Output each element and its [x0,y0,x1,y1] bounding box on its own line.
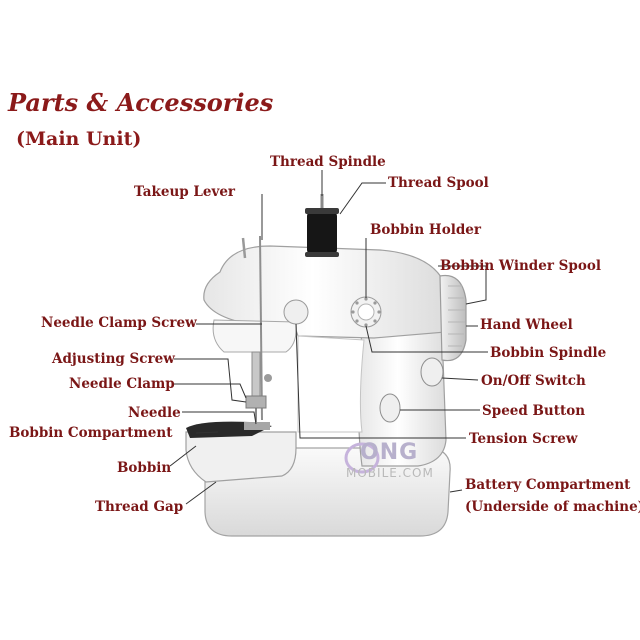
label-battery-compartment: Battery Compartment [465,477,631,493]
label-bobbin-holder: Bobbin Holder [370,222,481,238]
label-battery-note: (Underside of machine) [465,499,640,515]
label-bobbin: Bobbin [117,460,172,476]
presser-foot [244,422,270,430]
label-on-off-switch: On/Off Switch [481,373,586,389]
on-off-switch-shape [420,357,444,387]
needle-clamp-shape [245,395,267,409]
thread-spool-shape [307,212,337,254]
tension-dial [283,299,309,325]
label-tension-screw: Tension Screw [469,431,578,447]
watermark-site: MOBILE.COM [346,466,434,480]
takeup-lever-rod [259,235,263,421]
label-takeup-lever: Takeup Lever [134,184,236,200]
page-title: Parts & Accessories [8,88,274,117]
page-subtitle: (Main Unit) [16,128,142,150]
machine-arm [203,245,447,339]
label-needle-clamp-screw: Needle Clamp Screw [41,315,197,331]
watermark-swirl [344,442,380,474]
watermark-brand: ONG [360,440,419,465]
label-bobbin-spindle: Bobbin Spindle [490,345,607,361]
label-bobbin-compartment: Bobbin Compartment [9,425,173,441]
machine-throat [297,335,365,433]
label-hand-wheel: Hand Wheel [480,317,573,333]
machine-bed [185,431,297,483]
adjusting-screw-shape [264,374,272,382]
label-speed-button: Speed Button [482,403,586,419]
label-thread-spindle: Thread Spindle [270,154,386,170]
label-thread-spool: Thread Spool [388,175,489,191]
hand-wheel-shape [439,274,467,362]
speed-button-shape [379,393,401,423]
label-thread-gap: Thread Gap [95,499,184,515]
label-needle-clamp: Needle Clamp [69,376,175,392]
label-needle: Needle [128,405,181,421]
leader-lines [169,170,488,505]
label-adjusting-screw: Adjusting Screw [52,351,175,367]
label-bobbin-winder-spool: Bobbin Winder Spool [440,258,601,274]
machine-head [212,319,297,353]
